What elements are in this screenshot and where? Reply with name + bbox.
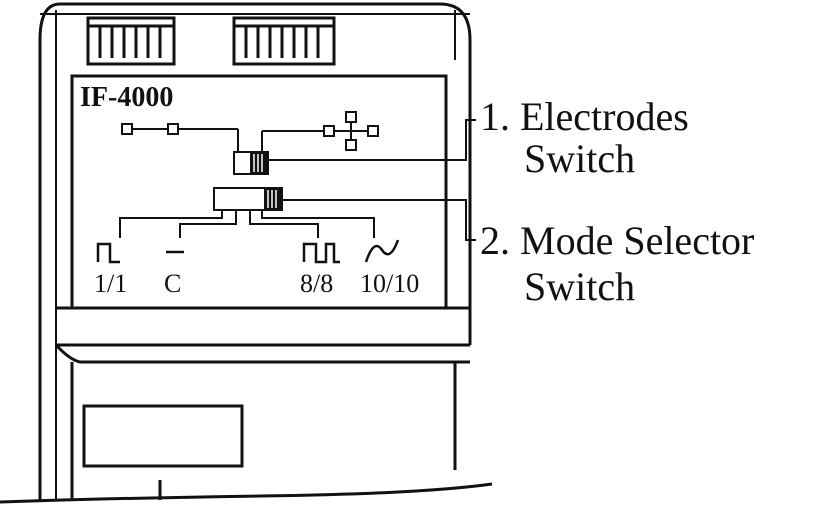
mode-label-c: C — [164, 269, 181, 298]
vent-right — [232, 16, 336, 66]
mode-label-8-8: 8/8 — [300, 269, 333, 298]
electrodes-switch-callout-subtitle: Switch — [524, 136, 635, 181]
square-wave-icon — [302, 242, 340, 264]
sine-wave-icon — [364, 239, 400, 263]
device-body — [38, 2, 472, 500]
mode-selector-switch[interactable] — [213, 187, 283, 211]
mode-label-1-1: 1/1 — [94, 269, 127, 298]
bottom-edge-curve — [0, 482, 493, 504]
two-electrode-icon — [121, 123, 239, 152]
mode-selector-callout-title: 2. Mode Selector — [480, 218, 754, 263]
mode-selector-switch-knob[interactable] — [264, 188, 282, 210]
electrodes-switch[interactable] — [233, 151, 269, 175]
device-inner-wall — [55, 10, 456, 500]
lower-housing — [54, 306, 470, 500]
mode-selector-callout-subtitle: Switch — [524, 264, 635, 309]
vent-left — [86, 16, 176, 66]
electrodes-switch-callout-title: 1. Electrodes — [480, 94, 689, 139]
mode-label-10-10: 10/10 — [360, 269, 419, 298]
mode-selector-wiring — [119, 210, 375, 238]
mode-selector-callout-line — [282, 199, 476, 241]
square-wave-icon — [96, 242, 120, 264]
four-electrode-icon — [261, 111, 379, 152]
electrodes-switch-knob[interactable] — [250, 152, 268, 174]
label-window — [82, 404, 244, 468]
model-label: IF-4000 — [80, 82, 173, 113]
device-outer-outline — [38, 2, 472, 500]
electrodes-callout-line — [268, 119, 476, 161]
